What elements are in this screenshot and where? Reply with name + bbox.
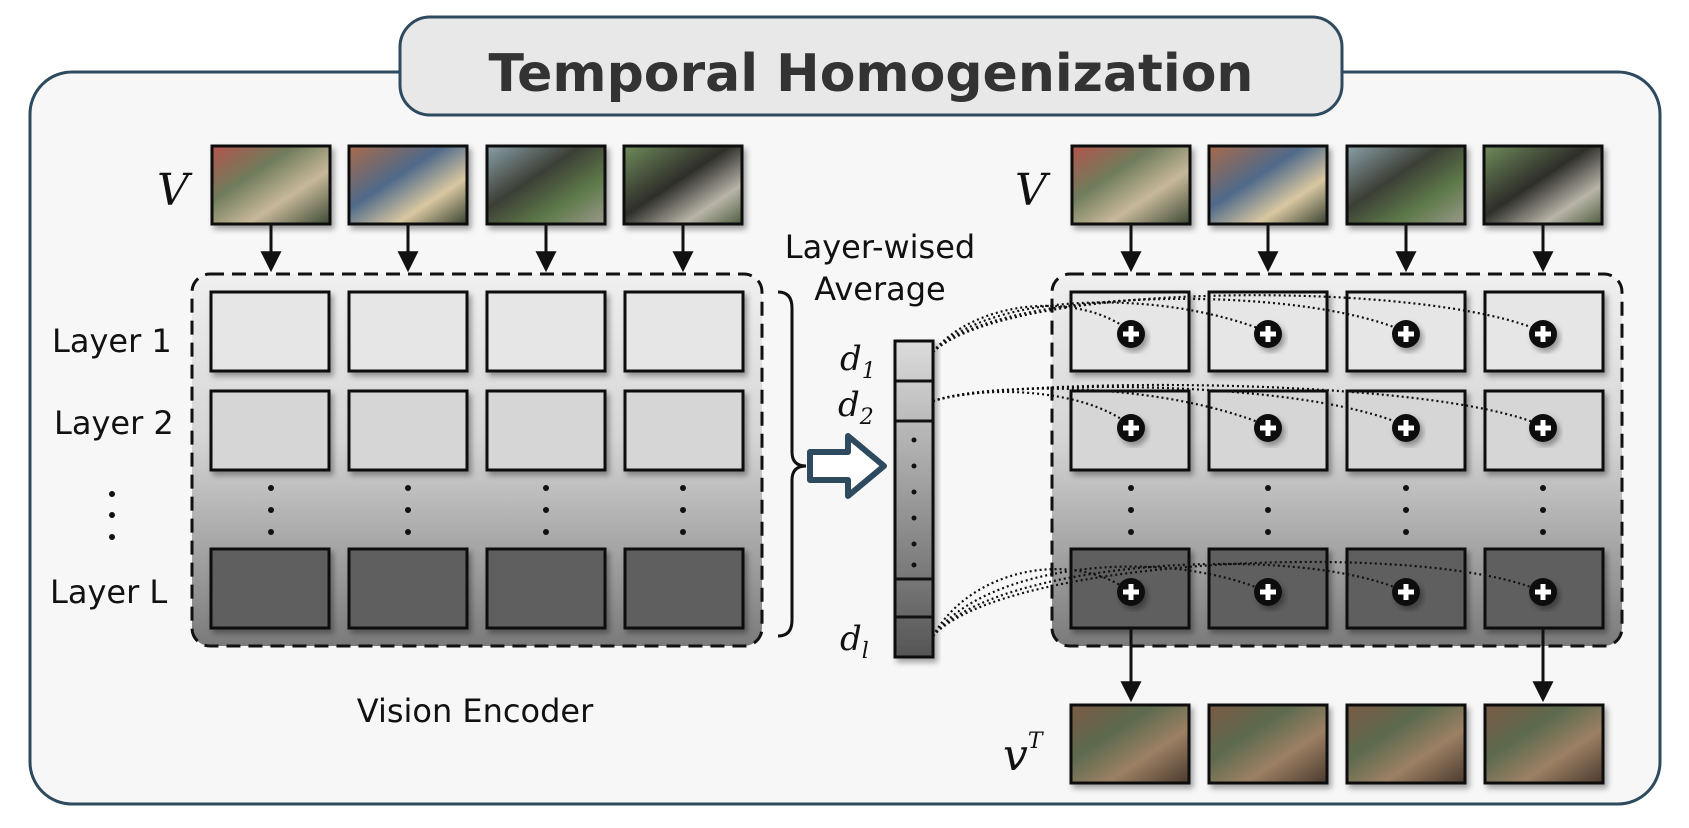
layer-cell (347, 389, 469, 472)
output-arrows (1120, 628, 1554, 703)
plus-circle-icon (1529, 320, 1557, 348)
right-layer-2-row (1069, 389, 1605, 472)
layer-2-label: Layer 2 (54, 404, 174, 442)
layer-average-caption-line2: Average (814, 270, 945, 308)
plus-circle-icon (1254, 414, 1282, 442)
homogenized-frame-1 (1069, 703, 1191, 785)
video-frame-3 (1345, 144, 1467, 226)
output-frames (1069, 703, 1605, 785)
diagram-title: Temporal Homogenization (489, 44, 1254, 104)
left-input-arrows (260, 224, 694, 273)
layer-cell (209, 290, 331, 373)
layer-L-label: Layer L (50, 573, 167, 611)
homogenized-frame-4 (1483, 703, 1605, 785)
left-input-frames (210, 144, 744, 226)
video-frame-1 (210, 144, 332, 226)
right-input-label: V (1015, 165, 1051, 216)
layer-cell (485, 547, 607, 630)
weight-label-dl: dl (840, 619, 869, 664)
video-frame-1 (1070, 144, 1192, 226)
video-frame-4 (1482, 144, 1604, 226)
plus-circle-icon (1392, 320, 1420, 348)
weight-label-d2: d2 (838, 385, 874, 430)
plus-circle-icon (1254, 320, 1282, 348)
right-input-frames (1070, 144, 1604, 226)
layer-cell (209, 547, 331, 630)
layer-cell (623, 290, 745, 373)
right-layer-dots (1128, 485, 1546, 535)
plus-circle-icon (1529, 414, 1557, 442)
plus-icons (1117, 320, 1557, 606)
layer-average-caption-line1: Layer-wised (785, 228, 975, 266)
plus-circle-icon (1254, 578, 1282, 606)
layer-cell (623, 547, 745, 630)
layer-cell (347, 547, 469, 630)
layer-cell (209, 389, 331, 472)
left-layer-1-row (209, 290, 745, 373)
weight-label-d1: d1 (840, 339, 876, 384)
left-input-label: V (157, 165, 193, 216)
layer-vertical-dots (109, 491, 115, 540)
layer-cell (347, 290, 469, 373)
video-frame-4 (622, 144, 744, 226)
homogenized-frame-3 (1345, 703, 1467, 785)
plus-circle-icon (1529, 578, 1557, 606)
weight-connection-curves (932, 294, 1544, 637)
left-layer-L-row (209, 547, 745, 630)
hollow-right-arrow-icon (807, 433, 887, 499)
layer-cell (485, 290, 607, 373)
weight-vector (893, 339, 935, 659)
title-box (398, 15, 1344, 117)
output-label: vT (1003, 729, 1045, 781)
left-layer-dots (268, 485, 686, 535)
vision-encoder-caption: Vision Encoder (357, 692, 594, 730)
layer-cell (485, 389, 607, 472)
homogenized-encoder-box (1050, 272, 1624, 648)
video-frame-3 (485, 144, 607, 226)
video-frame-2 (347, 144, 469, 226)
plus-circle-icon (1117, 578, 1145, 606)
video-frame-2 (1207, 144, 1329, 226)
layer-brace (777, 290, 807, 638)
plus-circle-icon (1392, 578, 1420, 606)
layer-cell (623, 389, 745, 472)
plus-circle-icon (1117, 320, 1145, 348)
homogenized-frame-2 (1207, 703, 1329, 785)
left-layer-2-row (209, 389, 745, 472)
layer-1-label: Layer 1 (52, 322, 172, 360)
right-input-arrows (1120, 224, 1554, 273)
plus-circle-icon (1117, 414, 1145, 442)
plus-circle-icon (1392, 414, 1420, 442)
vision-encoder-box (190, 272, 764, 648)
right-layer-L-row (1069, 547, 1605, 630)
